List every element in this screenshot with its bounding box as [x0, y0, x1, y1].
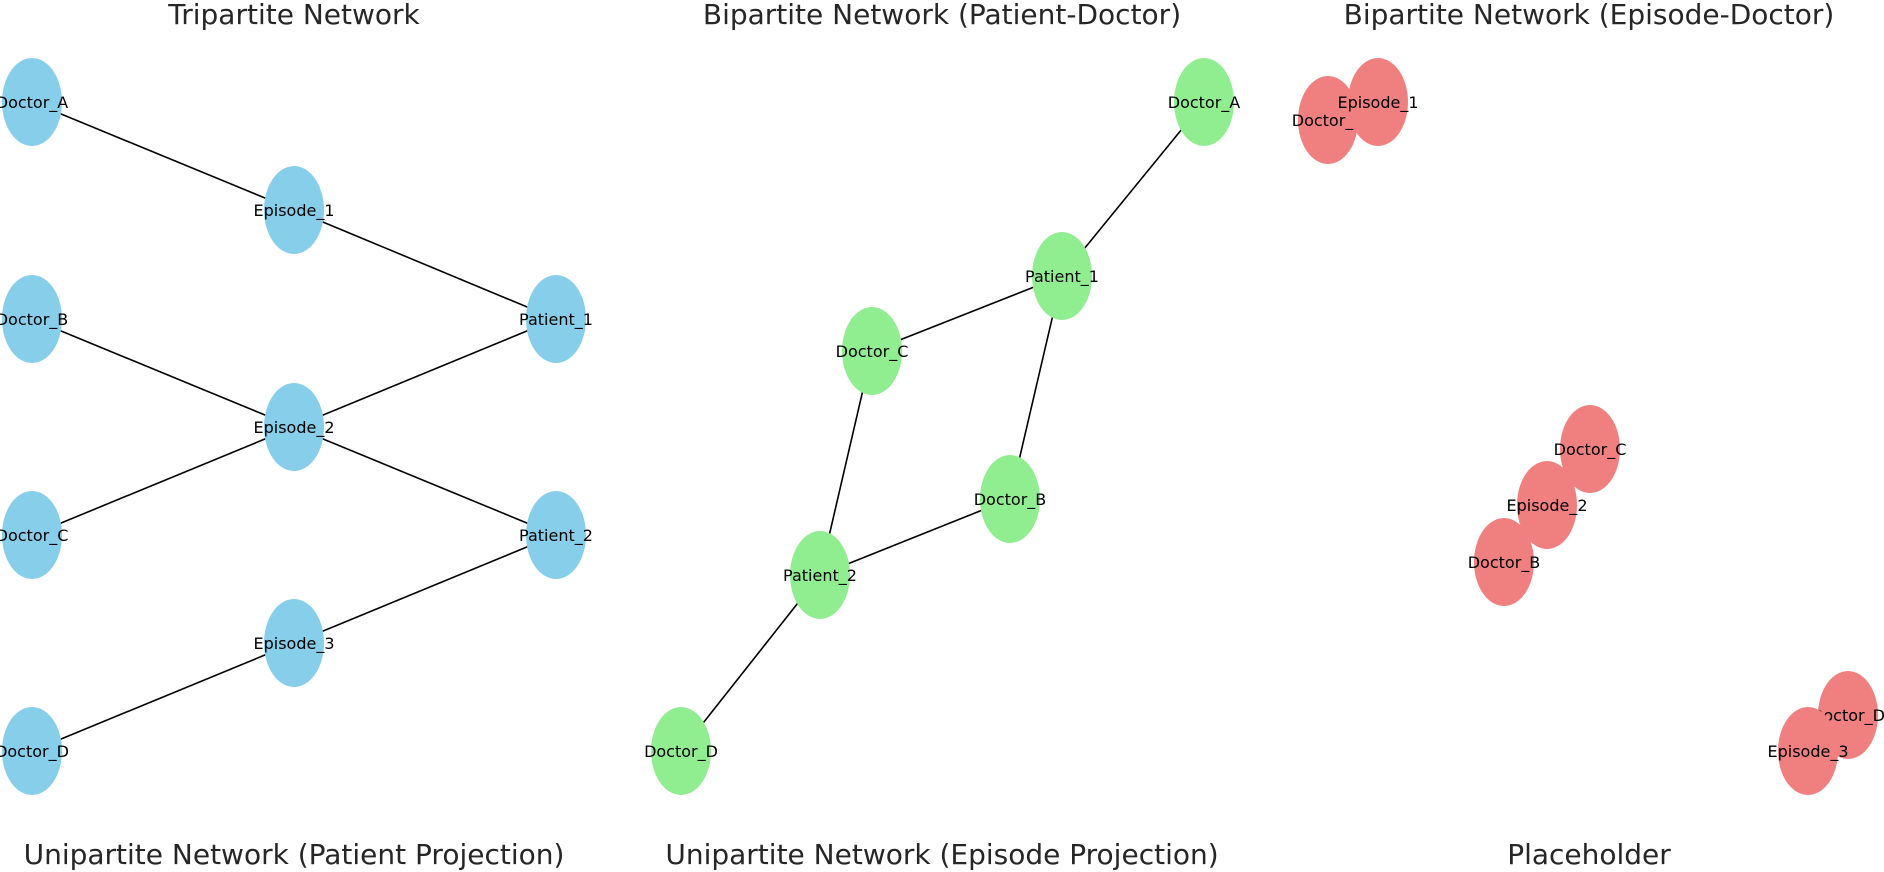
node-circle: [2, 707, 62, 795]
panel-title-tripartite: Tripartite Network: [167, 0, 420, 31]
node-label: Doctor_B: [974, 490, 1047, 510]
node-episode-2: Episode_2: [253, 383, 335, 471]
edge-episode-2-patient-2: [293, 426, 557, 536]
node-label: Patient_1: [519, 310, 593, 330]
node-episode-2: Episode_2: [1506, 461, 1588, 549]
node-label: Doctor_A: [1292, 111, 1365, 131]
node-label: Episode_1: [1337, 93, 1418, 113]
panel-title-patient-doctor: Bipartite Network (Patient-Doctor): [703, 0, 1181, 31]
edge-patient-1-doctor-c: [871, 275, 1063, 352]
node-doctor-d: Doctor_D: [0, 707, 69, 795]
node-circle: [1032, 232, 1092, 320]
node-label: Episode_3: [253, 634, 334, 654]
panel-title-episode-doctor: Bipartite Network (Episode-Doctor): [1344, 0, 1835, 31]
node-episode-1: Episode_1: [1337, 58, 1419, 146]
node-circle: [790, 531, 850, 619]
node-patient-1: Patient_1: [519, 275, 593, 363]
node-circle: [842, 307, 902, 395]
node-circle: [1348, 58, 1408, 146]
node-patient-1: Patient_1: [1025, 232, 1099, 320]
panel-title-episode-projection: Unipartite Network (Episode Projection): [665, 838, 1218, 871]
node-circle: [1474, 518, 1534, 606]
node-label: Episode_2: [1506, 496, 1587, 516]
graph-tripartite: Doctor_A Doctor_B Doctor_C Doctor_D Episode_…: [0, 58, 593, 795]
node-patient-2: Patient_2: [783, 531, 857, 619]
node-doctor-a: Doctor_A: [1292, 76, 1365, 164]
edge-doctor-c-episode-2: [31, 426, 295, 536]
node-circle: [1517, 461, 1577, 549]
node-label: Doctor_B: [1468, 553, 1541, 573]
node-label: Doctor_C: [0, 526, 68, 546]
node-doctor-c: Doctor_C: [836, 307, 909, 395]
node-circle: [526, 491, 586, 579]
edge-episode-2-patient-1: [293, 318, 557, 428]
node-doctor-b: Doctor_B: [974, 455, 1047, 543]
node-circle: [1298, 76, 1358, 164]
node-circle: [2, 275, 62, 363]
node-circle: [264, 599, 324, 687]
edge-patient-2-doctor-d: [680, 574, 821, 752]
node-doctor-a: Doctor_A: [0, 58, 68, 146]
node-label: Patient_2: [519, 526, 593, 546]
node-doctor-c: Doctor_C: [1554, 405, 1627, 493]
edge-doctor-a-episode-1: [31, 101, 295, 211]
node-label: Doctor_C: [1554, 440, 1627, 460]
node-patient-2: Patient_2: [519, 491, 593, 579]
node-label: Doctor_A: [0, 93, 68, 113]
edge-episode-3-patient-2: [293, 534, 557, 644]
node-doctor-b: Doctor_B: [1468, 518, 1541, 606]
edge-doctor-a-patient-1: [1061, 101, 1205, 277]
node-circle: [651, 707, 711, 795]
node-doctor-c: Doctor_C: [0, 491, 68, 579]
node-circle: [980, 455, 1040, 543]
node-doctor-a: Doctor_A: [1168, 58, 1241, 146]
node-circle: [2, 491, 62, 579]
node-label: Doctor_A: [1168, 93, 1241, 113]
node-episode-1: Episode_1: [253, 166, 335, 254]
node-circle: [264, 166, 324, 254]
node-episode-3: Episode_3: [1767, 707, 1849, 795]
node-circle: [526, 275, 586, 363]
edge-doctor-d-episode-3: [31, 642, 295, 752]
node-label: Episode_1: [253, 201, 334, 221]
edge-doctor-b-patient-2: [819, 498, 1011, 576]
node-label: Patient_1: [1025, 267, 1099, 287]
node-label: Episode_2: [253, 418, 334, 438]
node-doctor-d: Doctor_D: [644, 707, 718, 795]
node-circle: [1560, 405, 1620, 493]
node-label: Doctor_D: [644, 742, 718, 762]
node-label: Doctor_B: [0, 310, 68, 330]
node-circle: [2, 58, 62, 146]
edge-doctor-b-episode-2: [31, 318, 295, 428]
node-label: Patient_2: [783, 566, 857, 586]
node-circle: [1778, 707, 1838, 795]
panel-title-placeholder: Placeholder: [1507, 838, 1671, 871]
graph-layer: Doctor_A Doctor_B Doctor_C Doctor_D Episode_…: [0, 58, 1884, 795]
node-label: Episode_3: [1767, 742, 1848, 762]
node-circle: [1174, 58, 1234, 146]
node-label: Doctor_C: [836, 342, 909, 362]
node-label: Doctor_D: [0, 742, 69, 762]
node-episode-3: Episode_3: [253, 599, 335, 687]
panel-title-patient-projection: Unipartite Network (Patient Projection): [24, 838, 565, 871]
node-circle: [264, 383, 324, 471]
edge-episode-1-patient-1: [293, 209, 557, 320]
node-doctor-b: Doctor_B: [0, 275, 68, 363]
